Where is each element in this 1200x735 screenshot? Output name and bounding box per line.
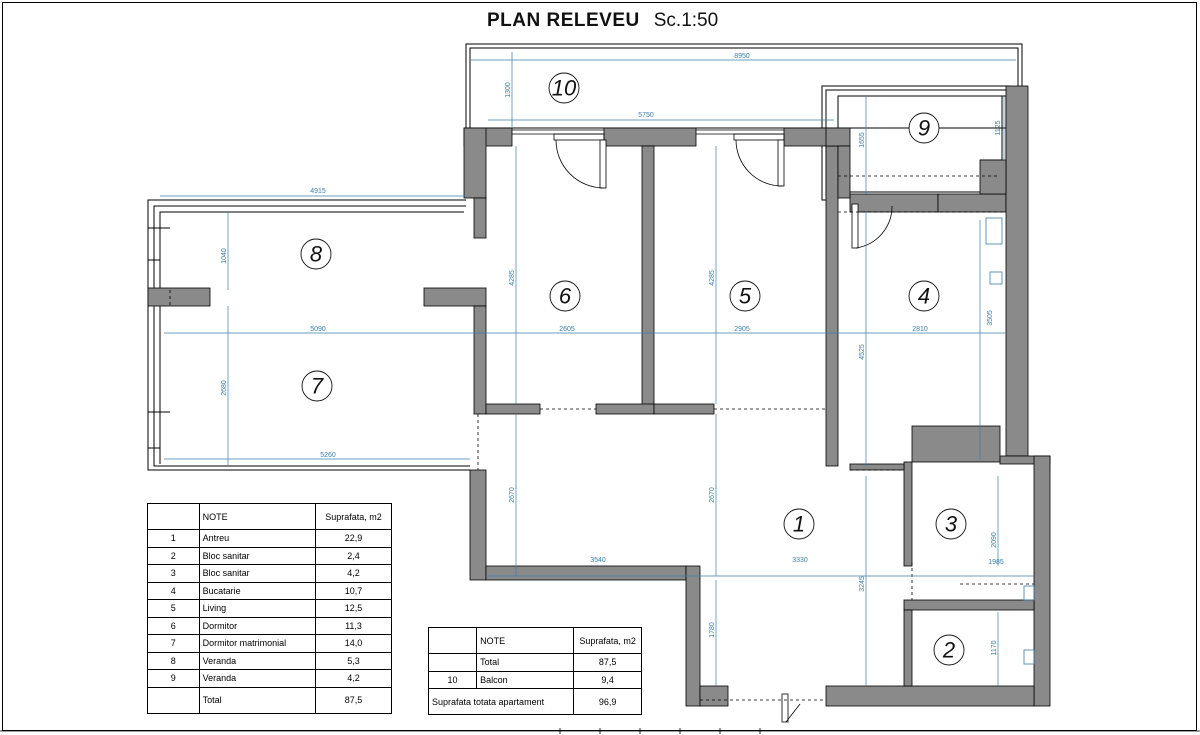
room-numbers: 1 2 3 4 5 6 7 8 9 10 [310,76,958,663]
dim-4285-b: 4285 [709,270,716,286]
dim-4285-a: 4285 [509,270,516,286]
openings [169,175,1034,701]
room-4-circle [908,280,940,312]
room-7-number: 7 [311,374,324,399]
room-2-circle [933,634,965,666]
dim-2090: 2090 [991,532,998,548]
room-markers [300,72,967,666]
dim-2810: 2810 [912,326,928,333]
room-9-circle [908,112,940,144]
dim-2905: 2905 [734,326,750,333]
room-5-circle [729,280,761,312]
dim-1655: 1655 [859,132,866,148]
dim-1780: 1780 [709,622,716,638]
dim-8950: 8950 [734,53,750,60]
doors [555,139,893,723]
room-4-number: 4 [918,284,930,309]
room-3-number: 3 [945,512,958,537]
plan-title: PLAN RELEVEU [487,10,640,31]
table-sum-area: 96,9 [573,688,642,715]
table-total-area: 87,5 [315,686,392,714]
dim-5260: 5260 [320,452,336,459]
table-header-note: NOTE [476,627,575,654]
dim-3505: 3505 [987,310,994,326]
table-sum-label: Suprafata totata apartament [427,688,575,715]
room-10-circle [548,72,580,104]
dim-1985: 1985 [988,559,1004,566]
dim-3540: 3540 [590,557,606,564]
room-9-number: 9 [918,116,930,141]
room-10-number: 10 [552,76,577,101]
dim-2605: 2605 [559,326,575,333]
table-total-row: Total 87,5 [147,686,392,714]
room-6-circle [549,280,581,312]
table-total-label: Total [198,686,317,714]
room-1-number: 1 [793,512,805,537]
dim-2680: 2680 [221,380,228,396]
table-header-row: NOTE Suprafata, m2 [427,627,642,654]
dim-5090: 5090 [310,326,326,333]
room-1-circle [783,508,815,540]
plan-scale: Sc.1:50 [653,10,719,31]
dim-4525: 4525 [859,344,866,360]
bottom-ticks [0,728,1200,734]
dim-1125: 1125 [995,120,1002,135]
kitchen-fixtures [985,217,1035,665]
walls [147,85,1051,707]
table-header-area: Suprafata, m2 [315,503,392,530]
dim-1170: 1170 [991,640,998,655]
dim-4915: 4915 [310,188,326,195]
room-3-circle [935,508,967,540]
dim-5750: 5750 [638,112,654,119]
windows [512,129,785,141]
dim-3330: 3330 [792,557,808,564]
dimension-labels: 8950 1300 5750 1655 1125 4915 1040 4285 … [221,53,1004,656]
dim-2670-b: 2670 [709,487,716,503]
room-5-number: 5 [739,284,752,309]
room-6-number: 6 [559,284,572,309]
table-header-note: NOTE [198,503,317,530]
room-2-number: 2 [942,638,955,663]
dim-3245: 3245 [859,576,866,592]
table-header-area: Suprafata, m2 [573,627,642,654]
drawing-title: PLAN RELEVEU Sc.1:50 [487,9,718,32]
dimension-lines [160,52,1034,686]
dim-2670-a: 2670 [509,487,516,503]
veranda-7-8-outline [147,199,470,471]
room-8-circle [300,238,332,270]
dim-1300: 1300 [505,82,512,98]
room-7-circle [301,370,333,402]
dim-1040: 1040 [221,248,228,264]
table-sum-row: Suprafata totata apartament 96,9 [427,688,642,715]
table-header-row: NOTE Suprafata, m2 [147,503,392,530]
room-8-number: 8 [310,242,323,267]
